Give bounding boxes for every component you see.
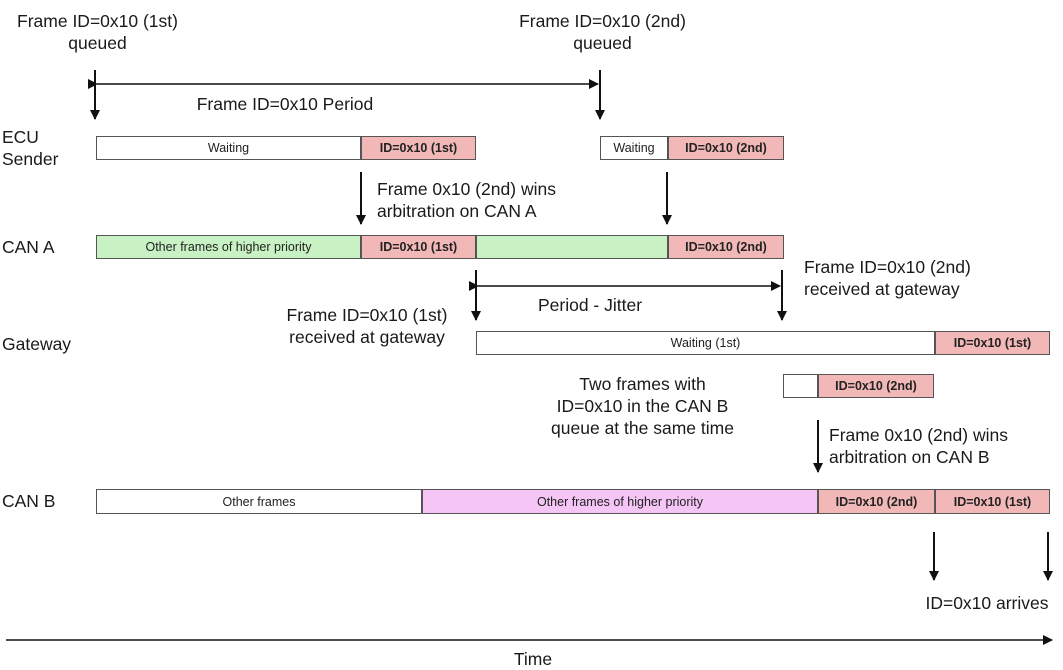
annotation-queued-2nd: Frame ID=0x10 (2nd) queued bbox=[519, 11, 686, 53]
gw-small-waiting-bar bbox=[783, 374, 818, 398]
annotation-period: Frame ID=0x10 Period bbox=[196, 94, 374, 114]
row-label-can-a: CAN A bbox=[2, 237, 55, 257]
annotation-queued-1st: Frame ID=0x10 (1st) queued bbox=[17, 11, 178, 53]
annotation-wins-can-b: Frame 0x10 (2nd) wins arbitration on CAN… bbox=[829, 425, 1008, 467]
ecu-frame-1st-bar: ID=0x10 (1st) bbox=[361, 136, 476, 160]
ecu-waiting-bar-1: Waiting bbox=[96, 136, 361, 160]
ecu-frame-2nd-bar: ID=0x10 (2nd) bbox=[668, 136, 784, 160]
gw-frame-2nd-bar: ID=0x10 (2nd) bbox=[818, 374, 934, 398]
gw-frame-1st-bar: ID=0x10 (1st) bbox=[935, 331, 1050, 355]
cana-frame-1st-bar: ID=0x10 (1st) bbox=[361, 235, 476, 259]
annotation-arrives: ID=0x10 arrives bbox=[925, 593, 1049, 613]
row-label-gateway: Gateway bbox=[2, 334, 72, 354]
annotation-received-2nd: Frame ID=0x10 (2nd) received at gateway bbox=[804, 257, 971, 299]
canb-frame-1st-bar: ID=0x10 (1st) bbox=[935, 489, 1050, 514]
annotation-wins-can-a: Frame 0x10 (2nd) wins arbitration on CAN… bbox=[377, 179, 556, 221]
canb-other-frames-bar: Other frames bbox=[96, 489, 422, 514]
canb-higher-priority-bar: Other frames of higher priority bbox=[422, 489, 818, 514]
row-label-can-b: CAN B bbox=[2, 491, 56, 511]
cana-higher-priority-bar: Other frames of higher priority bbox=[96, 235, 361, 259]
annotation-received-1st: Frame ID=0x10 (1st) received at gateway bbox=[286, 305, 448, 347]
axis-label-time: Time bbox=[513, 649, 553, 669]
row-label-ecu-sender: ECU Sender bbox=[2, 127, 59, 169]
cana-frame-2nd-bar: ID=0x10 (2nd) bbox=[668, 235, 784, 259]
canb-frame-2nd-bar: ID=0x10 (2nd) bbox=[818, 489, 935, 514]
gw-waiting-bar: Waiting (1st) bbox=[476, 331, 935, 355]
ecu-waiting-bar-2: Waiting bbox=[600, 136, 668, 160]
annotation-period-jitter: Period - Jitter bbox=[537, 295, 643, 315]
cana-green-bar-2 bbox=[476, 235, 668, 259]
annotation-two-frames: Two frames with ID=0x10 in the CAN B que… bbox=[551, 374, 734, 438]
